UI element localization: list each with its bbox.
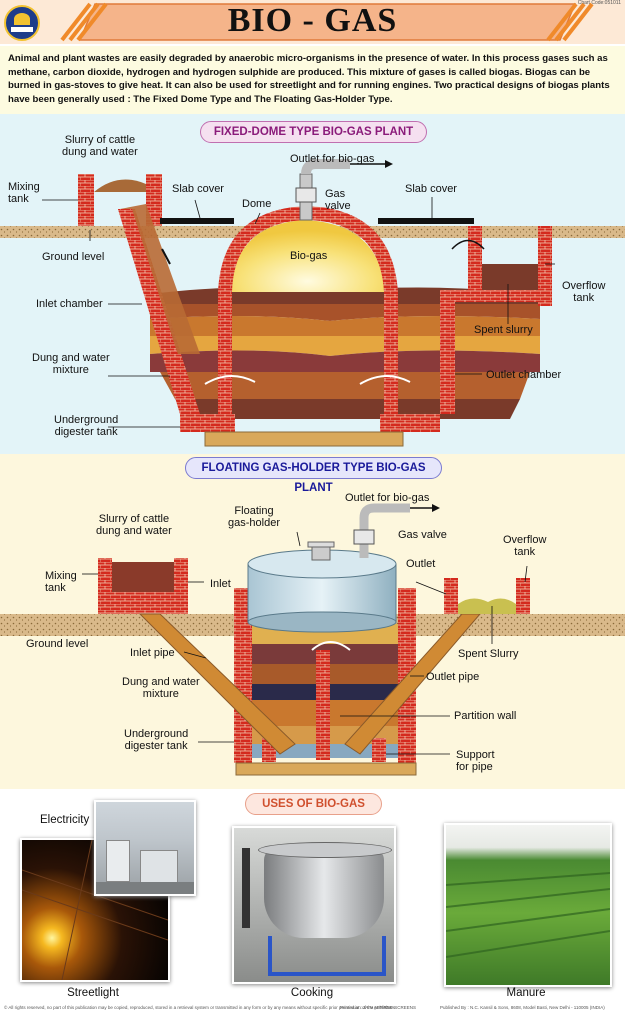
fl-outlet-pipe-label: Outlet pipe <box>426 671 480 683</box>
fl-support-line2: for pipe <box>456 761 493 773</box>
fl-inlet-label: Inlet <box>210 578 231 590</box>
fl-overflow-line2: tank <box>514 546 536 558</box>
fd-slab-left-label: Slab cover <box>172 183 224 195</box>
streetlight-caption: Streetlight <box>67 987 119 999</box>
fd-slurry-line2: dung and water <box>62 146 138 158</box>
fd-slab-right-label: Slab cover <box>405 183 457 195</box>
footer-copyright: © All rights reserved, no part of this p… <box>4 1005 395 1010</box>
fd-biogas-label: Bio-gas <box>290 250 328 262</box>
fl-mixing-line1: Mixing <box>45 570 77 582</box>
fl-gas-valve-label: Gas valve <box>398 529 447 541</box>
fl-slurry-line2: dung and water <box>96 525 172 537</box>
electricity-photo <box>94 800 196 896</box>
fd-dung-line2: mixture <box>52 364 89 376</box>
fd-slurry-line1: Slurry of cattle <box>64 134 136 146</box>
fd-ground-label: Ground level <box>42 251 105 263</box>
fl-overflow-line1: Overflow <box>503 534 547 546</box>
fd-gas-valve-line2: valve <box>325 200 351 212</box>
uses-heading: USES OF BIO-GAS <box>245 793 382 815</box>
fl-floating-line1: Floating <box>234 505 274 517</box>
chart-code: Chart Code:051011 <box>577 0 621 6</box>
fd-dome-label: Dome <box>242 198 272 210</box>
fd-gas-valve-line1: Gas <box>325 188 346 200</box>
fl-inlet-pipe-label: Inlet pipe <box>130 647 175 659</box>
fl-ground-label: Ground level <box>26 638 89 650</box>
footer-printer: Printed at : JAIN AFFIRED SCREENS <box>340 1005 417 1010</box>
electricity-label: Electricity <box>40 814 90 826</box>
crop-rows <box>446 872 610 958</box>
header-decoration <box>60 2 594 42</box>
fl-support-line1: Support <box>456 749 495 761</box>
fd-overflow-line2: tank <box>573 292 595 304</box>
intro-text: Animal and plant wastes are easily degra… <box>8 53 610 105</box>
footer: © All rights reserved, no part of this p… <box>0 1004 625 1012</box>
fl-spent-label: Spent Slurry <box>458 648 519 660</box>
fd-inlet-chamber-label: Inlet chamber <box>36 298 103 310</box>
fd-overflow-line1: Overflow <box>562 280 606 292</box>
fl-dung-line2: mixture <box>142 688 179 700</box>
page-title: BIO - GAS <box>227 2 398 39</box>
fl-slurry-line1: Slurry of cattle <box>98 513 170 525</box>
fl-partition-label: Partition wall <box>454 710 517 722</box>
fd-outlet-chamber-label: Outlet chamber <box>486 369 562 381</box>
cooking-caption: Cooking <box>290 987 334 999</box>
fd-mixing-line1: Mixing <box>8 181 40 193</box>
fl-outlet-gas-label: Outlet for bio-gas <box>345 492 430 504</box>
header: BIO - GAS Chart Code:051011 <box>0 0 625 44</box>
fd-spent-label: Spent slurry <box>474 324 533 336</box>
fl-underground-line1: Underground <box>124 728 189 740</box>
manure-photo <box>444 823 612 987</box>
fd-outlet-gas-label: Outlet for bio-gas <box>290 153 375 165</box>
intro-box: Animal and plant wastes are easily degra… <box>0 46 625 114</box>
fd-underground-line1: Underground <box>54 414 119 426</box>
fd-dung-line1: Dung and water <box>32 352 110 364</box>
fl-underground-line2: digester tank <box>124 740 188 752</box>
fl-outlet-label: Outlet <box>406 558 436 570</box>
cooking-photo <box>232 826 396 984</box>
fd-mixing-line2: tank <box>8 193 29 205</box>
manure-caption: Manure <box>506 987 546 999</box>
fixed-dome-diagram <box>0 159 625 447</box>
publisher-logo <box>4 5 40 41</box>
fl-dung-line1: Dung and water <box>122 676 200 688</box>
floating-diagram <box>0 503 625 776</box>
footer-publisher: Published By : N.C. Kansil & Sons, 8608,… <box>440 1005 605 1010</box>
fl-mixing-line2: tank <box>45 582 66 594</box>
fixed-dome-heading: FIXED-DOME TYPE BIO-GAS PLANT <box>200 121 427 143</box>
fl-floating-line2: gas-holder <box>228 517 280 529</box>
fd-underground-line2: digester tank <box>54 426 118 438</box>
floating-heading: FLOATING GAS-HOLDER TYPE BIO-GAS PLANT <box>185 457 442 494</box>
